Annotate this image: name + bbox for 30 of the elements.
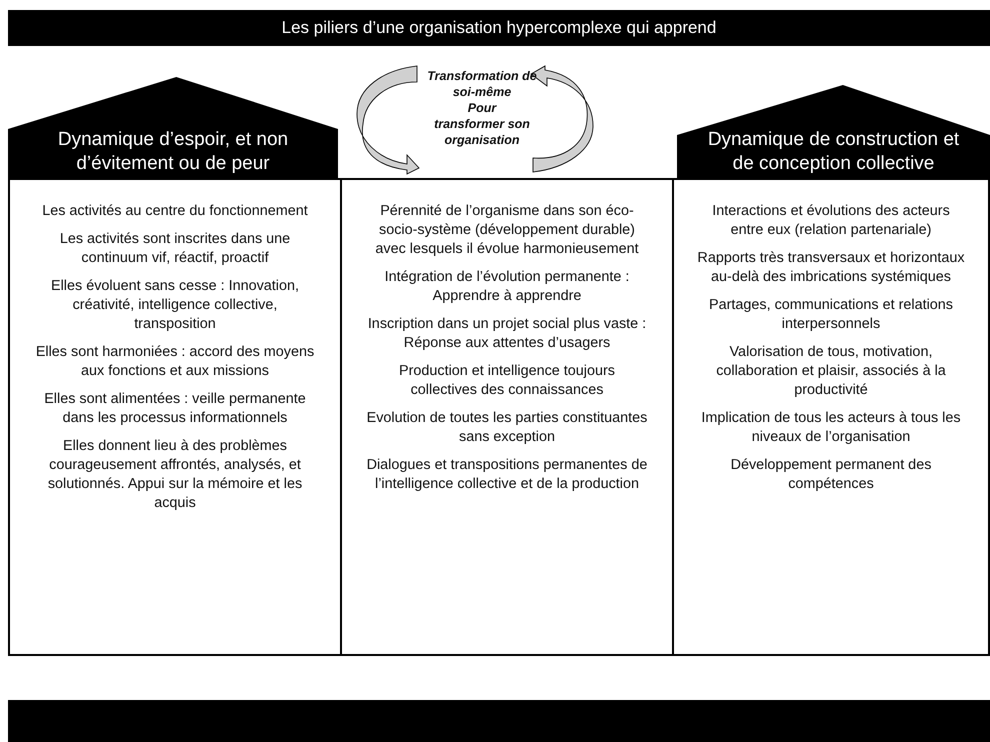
pillar-item: Elles sont alimentées : veille permanente dans les processus informationnels: [43, 390, 307, 428]
pillar-item: Elles évoluent sans cesse : Innovation, créativité, intelligence collective, transposition: [50, 277, 300, 334]
pillar-heading: Dynamique d’espoir, et non d’évitement ou de peur: [56, 128, 290, 176]
pillar-item: Valorisation de tous, motivation, collaboration et plaisir, associés à la productivité: [715, 343, 947, 400]
pillar-column: [672, 178, 990, 656]
title-bar: Les piliers d’une organisation hypercomplexe qui apprend: [8, 10, 990, 46]
pillar-column: [340, 178, 674, 656]
pillar-item: Evolution de toutes les parties constituantes sans exception: [366, 409, 648, 447]
cycle-caption: transformer son organisation: [433, 116, 531, 148]
pillar-column: [8, 178, 342, 656]
pillar-item: Inscription dans un projet social plus vaste : Réponse aux attentes d’usagers: [366, 315, 648, 353]
pillar-item: Rapports très transversaux et horizontaux au-delà des imbrications systémiques: [696, 249, 966, 287]
roof-heading-shape: [677, 85, 990, 180]
pillar-item: Les activités au centre du fonctionnement: [41, 202, 309, 221]
roof-heading-shape: [8, 77, 338, 180]
pillar-item: Intégration de l’évolution permanente : Apprendre à apprendre: [384, 268, 630, 306]
pillar-item: Elles donnent lieu à des problèmes courageusement affrontés, analysés, et solutionnés. Appui sur la mémoire et les acquis: [46, 437, 304, 513]
pillar-heading: Dynamique de construction et de conception collective: [706, 128, 960, 176]
base-bar: [8, 700, 990, 742]
pillar-item: Les activités sont inscrites dans une continuum vif, réactif, proactif: [58, 230, 292, 268]
pillar-item: Dialogues et transpositions permanentes de l’intelligence collective et de la production: [366, 456, 648, 494]
pillar-item: Pérennité de l’organisme dans son éco-socio-système (développement durable) avec lesquels il évolue harmonieusement: [374, 202, 640, 259]
pillar-item: Développement permanent des compétences: [730, 456, 932, 494]
pillar-item: Interactions et évolutions des acteurs entre eux (relation partenariale): [711, 202, 951, 240]
cycle-caption: Pour: [466, 100, 498, 116]
pillar-item: Implication de tous les acteurs à tous les niveaux de l’organisation: [700, 409, 962, 447]
pillar-item: Elles sont harmoniées : accord des moyens aux fonctions et aux missions: [34, 343, 316, 381]
cycle-caption: Transformation de soi-même: [426, 68, 538, 100]
pillar-item: Partages, communications et relations interpersonnels: [708, 296, 954, 334]
pillar-item: Production et intelligence toujours collectives des connaissances: [398, 362, 616, 400]
